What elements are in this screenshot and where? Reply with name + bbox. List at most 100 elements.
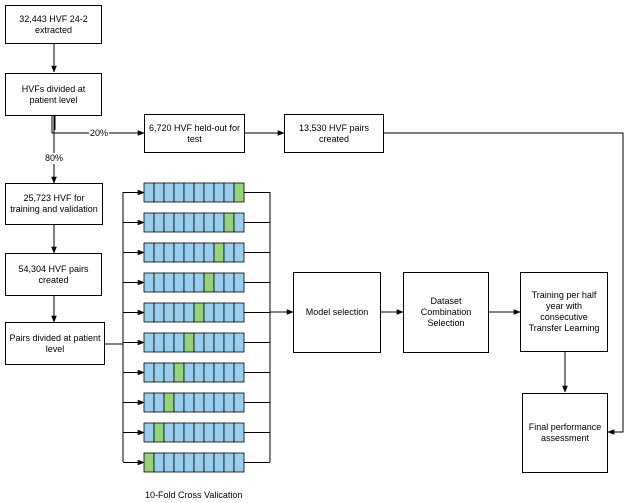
training-segment: [193, 362, 205, 383]
training-segment: [153, 272, 165, 293]
training-segment: [223, 452, 235, 473]
training-segment: [223, 422, 235, 443]
training-segment: [213, 302, 225, 323]
validation-segment: [193, 302, 205, 323]
box-training-half-year-text: Training per half year with consecutive …: [528, 290, 600, 333]
training-segment: [173, 302, 185, 323]
box-final-assessment-text: Final performance assessment: [528, 422, 602, 443]
box-held-out-text: 6,720 HVF held-out for test: [148, 122, 241, 144]
training-segment: [183, 392, 195, 413]
training-segment: [163, 182, 175, 203]
validation-segment: [203, 272, 215, 293]
training-segment: [233, 212, 245, 233]
training-segment: [143, 332, 155, 353]
training-segment: [143, 362, 155, 383]
validation-segment: [183, 332, 195, 353]
training-segment: [193, 272, 205, 293]
training-segment: [183, 242, 195, 263]
training-segment: [163, 332, 175, 353]
training-segment: [173, 212, 185, 233]
fold-10: [143, 452, 245, 473]
connector-divided-to-heldout: [51, 116, 145, 136]
training-segment: [223, 302, 235, 323]
box-train-val-text: 25,723 HVF for training and validation: [10, 193, 98, 214]
training-segment: [143, 272, 155, 293]
validation-segment: [143, 452, 155, 473]
training-segment: [183, 362, 195, 383]
training-segment: [193, 242, 205, 263]
training-segment: [183, 182, 195, 203]
fold-3: [143, 242, 245, 263]
training-segment: [163, 272, 175, 293]
box-held-out: 6,720 HVF held-out for test: [144, 114, 245, 153]
training-segment: [233, 242, 245, 263]
training-segment: [163, 362, 175, 383]
fold-6: [143, 332, 245, 353]
training-segment: [183, 422, 195, 443]
training-segment: [223, 362, 235, 383]
training-segment: [143, 392, 155, 413]
validation-segment: [223, 212, 235, 233]
training-segment: [203, 362, 215, 383]
training-segment: [153, 392, 165, 413]
training-segment: [223, 242, 235, 263]
training-segment: [173, 182, 185, 203]
training-segment: [163, 452, 175, 473]
training-segment: [193, 422, 205, 443]
fold-1: [143, 182, 245, 203]
training-segment: [203, 392, 215, 413]
training-segment: [153, 332, 165, 353]
training-segment: [143, 422, 155, 443]
validation-segment: [153, 422, 165, 443]
training-segment: [143, 302, 155, 323]
training-segment: [193, 392, 205, 413]
training-segment: [153, 182, 165, 203]
training-segment: [223, 272, 235, 293]
box-train-val: 25,723 HVF for training and validation: [5, 183, 103, 225]
box-test-pairs: 13,530 HVF pairs created: [284, 114, 384, 153]
label-20-percent: 20%: [89, 128, 110, 139]
box-test-pairs-text: 13,530 HVF pairs created: [298, 122, 370, 144]
training-segment: [173, 272, 185, 293]
box-divided-patient: HVFs divided at patient level: [5, 73, 102, 116]
training-segment: [233, 302, 245, 323]
label-80-percent: 80%: [44, 153, 65, 164]
box-model-selection-text: Model selection: [305, 307, 369, 317]
box-training-half-year: Training per half year with consecutive …: [520, 272, 608, 352]
training-segment: [153, 242, 165, 263]
training-segment: [183, 272, 195, 293]
training-segment: [193, 332, 205, 353]
training-segment: [213, 392, 225, 413]
box-train-pairs-text: 54,304 HVF pairs created: [18, 263, 89, 285]
training-segment: [183, 302, 195, 323]
training-segment: [213, 272, 225, 293]
training-segment: [233, 362, 245, 383]
training-segment: [193, 182, 205, 203]
training-segment: [203, 332, 215, 353]
training-segment: [203, 422, 215, 443]
training-segment: [173, 392, 185, 413]
training-segment: [153, 212, 165, 233]
training-segment: [173, 422, 185, 443]
validation-segment: [163, 392, 175, 413]
training-segment: [193, 452, 205, 473]
fold-4: [143, 272, 245, 293]
box-train-pairs: 54,304 HVF pairs created: [5, 253, 102, 296]
training-segment: [233, 452, 245, 473]
training-segment: [173, 242, 185, 263]
training-segment: [233, 422, 245, 443]
box-pairs-divided-text: Pairs divided at patient level: [9, 332, 101, 354]
training-segment: [233, 392, 245, 413]
box-hvf-extracted: 32,443 HVF 24-2 extracted: [5, 5, 102, 44]
training-segment: [143, 242, 155, 263]
box-hvf-extracted-text: 32,443 HVF 24-2 extracted: [19, 13, 88, 35]
training-segment: [143, 182, 155, 203]
training-segment: [213, 362, 225, 383]
cv-caption: 10-Fold Cross Valication: [145, 490, 243, 500]
training-segment: [173, 332, 185, 353]
training-segment: [233, 332, 245, 353]
training-segment: [163, 302, 175, 323]
training-segment: [163, 422, 175, 443]
fold-8: [143, 392, 245, 413]
